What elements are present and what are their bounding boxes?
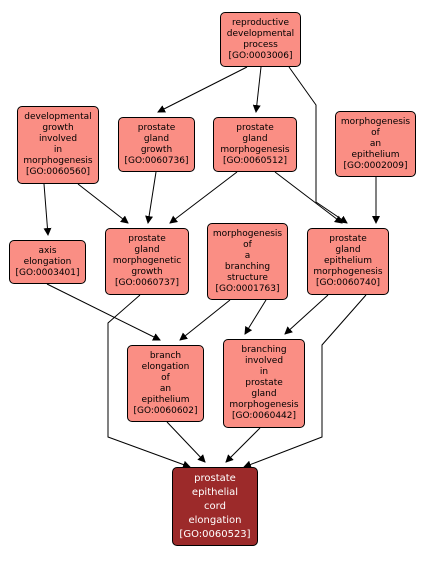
edge-n60736-to-n60737 [145,171,157,224]
node-label-line: involved [244,356,284,366]
node-label-line: in [259,367,269,377]
node-label-line: morphogenetic [112,256,182,266]
node-label-line: a [244,250,251,261]
node-label-line: growth [42,123,74,133]
node-label-line: involved [38,134,78,144]
node-label-line: an [159,383,172,394]
node-label-line: morphogenesis [212,228,283,239]
node-label-line: elongation [141,361,190,372]
node-label-line: gland [251,389,277,399]
node-label-line: epithelium [351,149,400,160]
node-label-line: [GO:0060737] [114,278,180,288]
node-label-line: [GO:0060442] [231,411,297,421]
edge-n60512-to-n60740 [274,171,343,224]
node-label-line: prostate [194,472,236,484]
edge-n3401-to-n60602 [46,283,161,341]
node-label-line: epithelial [191,486,239,498]
node-label-line: morphogenesis [340,116,411,127]
edge-n3006-to-n60736 [157,66,248,113]
edge-n60560-to-n60737 [77,183,129,224]
node-label-line: an [369,138,382,149]
node-label-line: structure [227,272,268,283]
node-label-line: [GO:0002009] [343,160,408,171]
node-label-line: prostate [137,122,176,133]
node-label-line: gland [143,133,170,144]
node-label-line: cord [204,500,226,512]
node-label-line: [GO:0060523] [179,528,251,540]
node-label-line: branching [241,345,287,355]
node-label-line: gland [335,245,361,255]
node-label-line: elongation [188,514,242,526]
node-label-line: epithelium [324,256,372,266]
node-label-line: [GO:0060602] [133,405,198,416]
node-label-line: growth [140,144,173,155]
edge-n3006-to-n60512 [252,66,262,113]
node-label-line: process [243,39,278,50]
node-label-line: branching [224,261,271,272]
edge-n60512-to-n60737 [169,171,238,224]
node-label-line: elongation [23,256,72,267]
node-label-line: morphogenesis [23,156,93,166]
node-label-line: morphogenesis [220,144,290,155]
node-label-line: epithelium [141,394,190,405]
edge-n60442-to-n60523 [225,427,261,463]
node-label-line: gland [242,133,268,144]
node-label-line: morphogenesis [229,400,299,410]
node-label-line: of [243,239,252,250]
node-label-line: in [53,145,63,155]
node-label-line: [GO:0060740] [315,278,381,288]
node-label-line: of [371,127,380,138]
edge-n60560-to-n3401 [43,183,52,236]
edge-n3006-to-n60740 [288,66,348,224]
node-label-line: [GO:0060560] [25,167,91,177]
edge-n1763-to-n60442 [244,299,267,335]
edge-n60740-to-n60442 [284,294,329,335]
node-label-line: [GO:0003401] [15,267,80,278]
node-label-line: [GO:0060736] [124,155,189,166]
node-label-line: axis [38,245,57,256]
node-label-line: morphogenesis [313,267,383,277]
node-label-line: reproductive [231,17,290,28]
node-label-line: developmental [226,28,295,39]
node-label-line: of [161,372,170,383]
node-label-line: prostate [329,234,367,244]
node-label-line: [GO:0003006] [228,50,293,61]
node-label-line: gland [134,245,160,255]
node-label-line: growth [131,267,163,277]
node-label-line: developmental [24,112,92,122]
edge-n1763-to-n60602 [179,299,231,341]
node-label-line: [GO:0060512] [222,155,288,166]
node-label-line: branch [149,350,182,361]
node-label-line: prostate [245,378,283,388]
node-label-line: [GO:0001763] [215,283,280,294]
node-label-line: prostate [236,122,274,133]
edge-n60740-to-n60523 [243,294,367,469]
node-label-line: prostate [128,234,166,244]
go-term-node-n60523[interactable]: prostate epithelial cord elongation [GO:0060… [172,467,258,546]
edge-n60602-to-n60523 [166,421,206,463]
edge-n60737-to-n60523 [107,294,191,469]
